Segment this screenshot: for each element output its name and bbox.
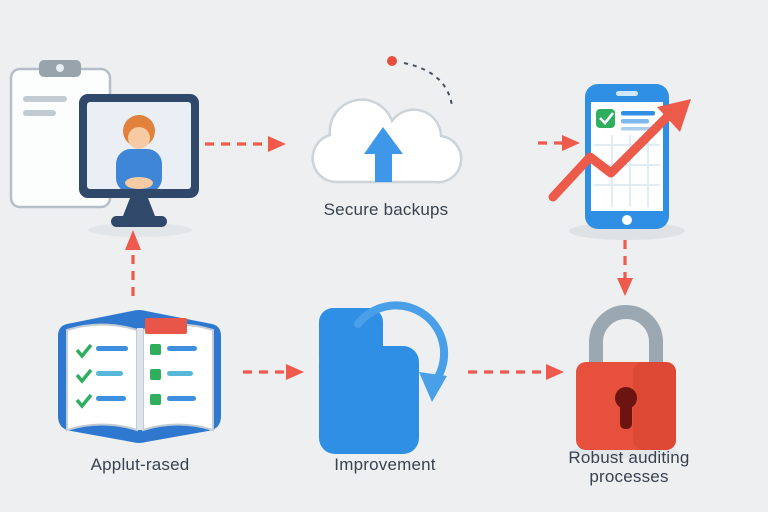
refresh-arc xyxy=(354,301,449,387)
red-dot xyxy=(387,56,397,66)
cloud-upload-icon xyxy=(293,76,473,198)
right-page-checklist xyxy=(150,344,197,405)
lock-shackle xyxy=(589,305,663,370)
open-book-icon xyxy=(52,298,228,450)
arrowhead-to-monitor xyxy=(125,230,141,250)
label-secure-backups: Secure backups xyxy=(323,200,449,219)
checklist-on-screen xyxy=(596,109,655,131)
padlock-icon xyxy=(573,290,679,455)
label-improvement: Improvement xyxy=(334,455,436,474)
refresh-arrowhead xyxy=(419,372,447,402)
upload-arrow xyxy=(364,127,403,182)
document-refresh-icon xyxy=(313,298,453,458)
keyhole xyxy=(615,387,637,409)
left-page-checklist xyxy=(75,343,128,409)
arrowhead-to-lock xyxy=(546,364,564,380)
arrowhead-to-cloud xyxy=(268,136,286,152)
monitor-stand xyxy=(123,198,155,216)
label-robust-auditing: Robust auditing processes xyxy=(568,448,690,486)
person-on-screen xyxy=(116,115,162,189)
red-bookmark-tab xyxy=(145,318,187,334)
growth-arrow-icon xyxy=(545,85,710,215)
monitor-person-icon xyxy=(78,93,203,233)
label-book: Applut-rased xyxy=(90,455,190,474)
arrowhead-to-refresh xyxy=(286,364,304,380)
